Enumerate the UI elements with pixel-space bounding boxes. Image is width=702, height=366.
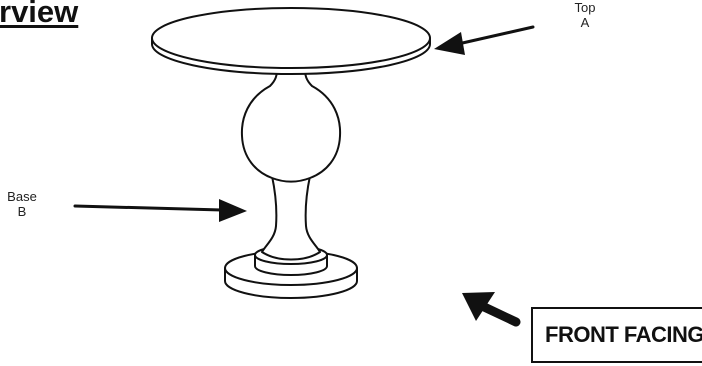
table-top <box>152 8 430 74</box>
base-arrow <box>75 199 247 222</box>
front-facing-box: FRONT FACING <box>531 307 702 363</box>
top-arrow <box>434 27 533 55</box>
table-pedestal-stem <box>262 176 320 260</box>
base-label-name: Base <box>2 189 42 204</box>
front-facing-arrow <box>462 292 516 322</box>
front-facing-label: FRONT FACING <box>545 322 702 348</box>
top-label-name: Top <box>568 0 602 15</box>
top-label-letter: A <box>568 15 602 30</box>
base-label: Base B <box>2 189 42 219</box>
base-label-letter: B <box>2 204 42 219</box>
table-pedestal-bulb <box>242 70 340 182</box>
top-label: Top A <box>568 0 602 30</box>
